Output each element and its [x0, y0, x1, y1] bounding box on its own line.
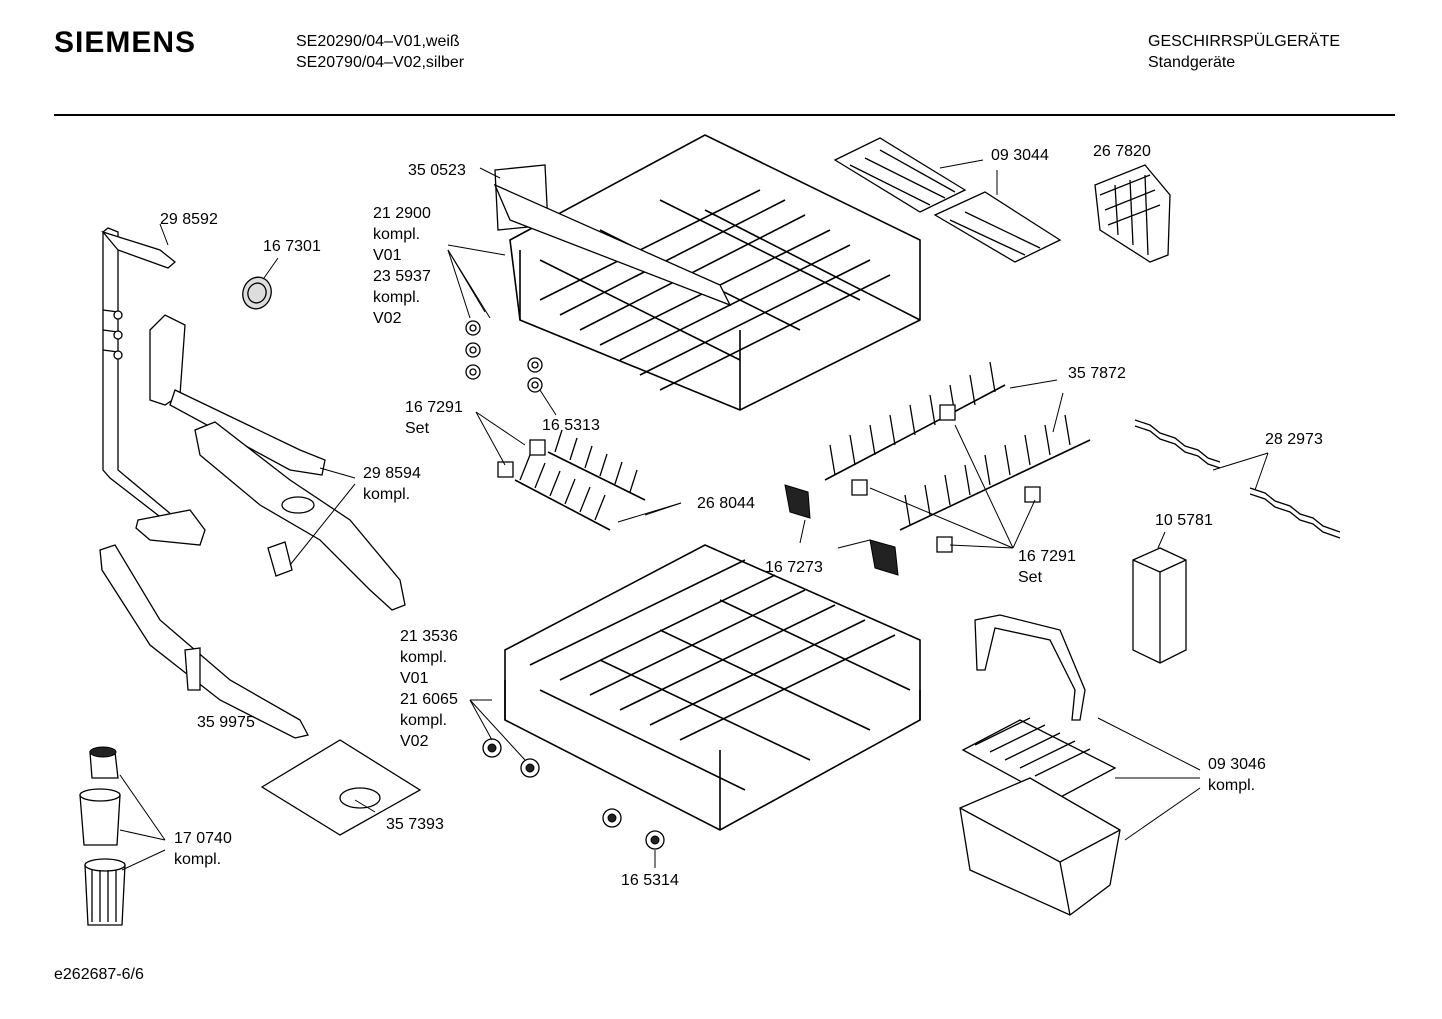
lower-spray-arm-drawing: [99, 544, 309, 739]
small-cutlery-basket-drawing: [1094, 164, 1171, 263]
clips-drawing: [497, 404, 1041, 553]
upper-spray-carrier-drawing: [149, 314, 406, 611]
label-357872: 35 7872: [1068, 365, 1126, 382]
label-167273: 16 7273: [765, 559, 823, 576]
cutlery-box-drawing: [1132, 547, 1187, 664]
drawing-code: e262687-6/6: [54, 966, 144, 983]
label-216065-variant: V02: [400, 733, 429, 750]
label-213536-kompl: kompl.: [400, 649, 447, 666]
label-093046-number: 09 3046: [1208, 756, 1266, 773]
label-235937-variant: V02: [373, 310, 402, 327]
label-093046-kompl: kompl.: [1208, 777, 1255, 794]
label-167291-top-number: 16 7291: [405, 399, 463, 416]
label-213536-variant: V01: [400, 670, 429, 687]
model-v02: SE20790/04–V02,silber: [296, 54, 465, 71]
label-170740-kompl: kompl.: [174, 851, 221, 868]
filter-set-drawing: [79, 746, 126, 926]
model-v01: SE20290/04–V01,weiß: [296, 33, 460, 50]
label-167301: 16 7301: [263, 238, 321, 255]
label-298594-number: 29 8594: [363, 465, 421, 482]
label-235937-kompl: kompl.: [373, 289, 420, 306]
rack-strip-drawing: [1134, 419, 1341, 539]
category-block: GESCHIRRSPÜLGERÄTE Standgeräte: [1148, 31, 1340, 73]
label-212900-variant: V01: [373, 247, 402, 264]
bracket-drawing: [784, 484, 899, 576]
category-subtitle: Standgeräte: [1148, 54, 1236, 71]
label-268044: 26 8044: [697, 495, 755, 512]
label-235937-number: 23 5937: [373, 268, 431, 285]
lower-basket-wheels-drawing: [482, 738, 665, 850]
label-357393: 35 7393: [386, 816, 444, 833]
label-212900-number: 21 2900: [373, 205, 431, 222]
label-298592: 29 8592: [160, 211, 218, 228]
label-167291-bottom-number: 16 7291: [1018, 548, 1076, 565]
fold-down-rack-drawing: [514, 429, 646, 531]
label-213536-number: 21 3536: [400, 628, 458, 645]
part-labels: 29 8592 16 7301 35 0523 21 2900 kompl. V…: [160, 143, 1323, 889]
label-359975: 35 9975: [197, 714, 255, 731]
label-216065-kompl: kompl.: [400, 712, 447, 729]
label-093044: 09 3044: [991, 147, 1049, 164]
label-298594-kompl: kompl.: [363, 486, 410, 503]
header-divider: [54, 114, 1395, 116]
label-212900-kompl: kompl.: [373, 226, 420, 243]
model-list: SE20290/04–V01,weiß SE20790/04–V02,silbe…: [296, 31, 464, 73]
upper-basket-drawing: [493, 134, 921, 411]
label-267820: 26 7820: [1093, 143, 1151, 160]
cutlery-basket-drawing: [959, 614, 1121, 916]
label-282973: 28 2973: [1265, 431, 1323, 448]
label-167291-bottom-set: Set: [1018, 569, 1043, 586]
label-216065-number: 21 6065: [400, 691, 458, 708]
label-165313: 16 5313: [542, 417, 600, 434]
label-165314: 16 5314: [621, 872, 679, 889]
upper-basket-wheels-drawing: [465, 320, 543, 393]
tine-rows-drawing: [824, 361, 1091, 531]
label-350523: 35 0523: [408, 162, 466, 179]
category-title: GESCHIRRSPÜLGERÄTE: [1148, 33, 1341, 50]
siemens-logo: SIEMENS: [54, 26, 197, 59]
cover-plate-drawing: [260, 739, 422, 836]
label-167291-top-set: Set: [405, 420, 430, 437]
leader-lines: [119, 159, 1269, 871]
supply-pipe-drawing: [101, 227, 206, 546]
round-filter-drawing: [242, 276, 272, 310]
label-105781: 10 5781: [1155, 512, 1213, 529]
lower-basket-drawing: [504, 544, 921, 831]
cup-rack-drawing: [833, 137, 1062, 263]
label-170740-number: 17 0740: [174, 830, 232, 847]
